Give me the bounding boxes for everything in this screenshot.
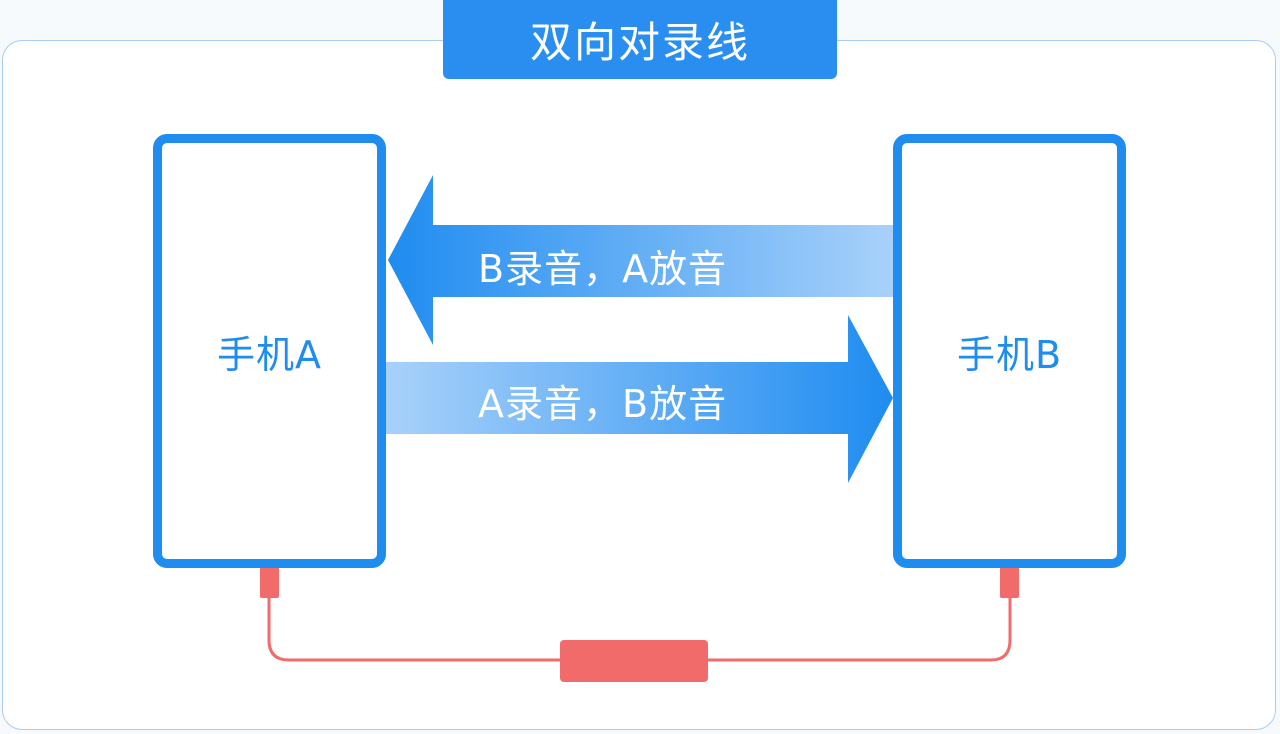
phone-b-label: 手机B — [956, 332, 1063, 377]
title-banner: 双向对录线 — [443, 0, 837, 79]
cable-adapter-box — [560, 640, 708, 682]
connector-a — [260, 565, 279, 598]
arrow-a-to-b-label: A录音，B放音 — [478, 382, 728, 426]
arrow-b-to-a — [388, 175, 893, 345]
phone-a-label: 手机A — [217, 332, 322, 377]
phone-a: 手机A — [153, 134, 386, 568]
arrow-a-to-b — [386, 315, 893, 483]
arrow-b-to-a-label: B录音，A放音 — [478, 247, 728, 291]
diagram-title: 双向对录线 — [529, 18, 750, 67]
phone-b: 手机B — [893, 134, 1126, 568]
connector-b — [1000, 565, 1019, 598]
